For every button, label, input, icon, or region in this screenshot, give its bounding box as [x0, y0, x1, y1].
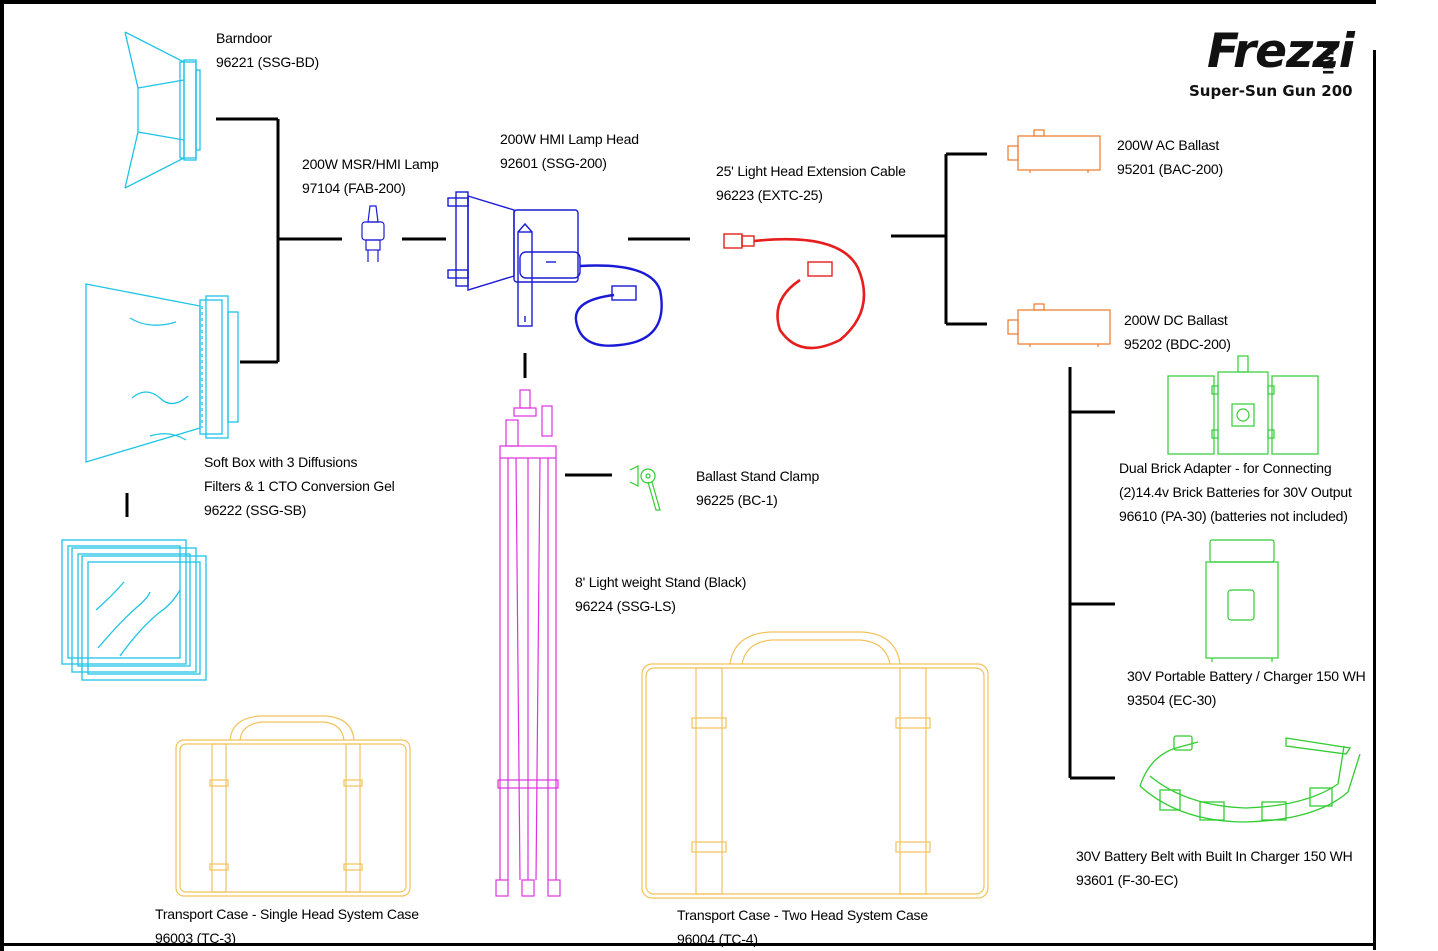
dual-brick-line1: Dual Brick Adapter - for Connecting [1119, 460, 1332, 476]
dc-ballast-name: 200W DC Ballast [1124, 312, 1228, 328]
ext-cable-code: 96223 (EXTC-25) [716, 187, 823, 203]
stand-name: 8' Light weight Stand (Black) [575, 574, 747, 590]
battery-name: 30V Portable Battery / Charger 150 WH [1127, 668, 1366, 684]
case-two-code: 96004 (TC-4) [677, 931, 758, 947]
extension-cable-illustration [723, 233, 866, 350]
dc-ballast-code: 95202 (BDC-200) [1124, 336, 1231, 352]
lamp-head-name: 200W HMI Lamp Head [500, 131, 639, 147]
dual-brick-line2: (2)14.4v Brick Batteries for 30V Output [1119, 484, 1352, 500]
frame-bottom-border [0, 943, 1376, 946]
dual-brick-label: Dual Brick Adapter - for Connecting (2)1… [1119, 456, 1352, 528]
ac-ballast-label: 200W AC Ballast 95201 (BAC-200) [1117, 133, 1223, 181]
ac-ballast-illustration [1007, 129, 1101, 173]
barndoor-code: 96221 (SSG-BD) [216, 54, 320, 70]
portable-battery-illustration [1205, 539, 1279, 662]
logo-brand: Frezzi [1207, 24, 1355, 79]
case-single-name: Transport Case - Single Head System Case [155, 906, 419, 922]
belt-name: 30V Battery Belt with Built In Charger 1… [1076, 848, 1353, 864]
battery-belt-illustration [1139, 735, 1361, 823]
lamp-head-code: 92601 (SSG-200) [500, 155, 607, 171]
ballast-clamp-illustration [629, 465, 661, 511]
case-two-label: Transport Case - Two Head System Case 96… [677, 903, 928, 951]
lamp-name: 200W MSR/HMI Lamp [302, 156, 439, 172]
connector-lines [125, 117, 1115, 780]
frame-left-border [0, 0, 4, 951]
ballast-clamp-name: Ballast Stand Clamp [696, 468, 820, 484]
single-case-illustration [175, 715, 411, 897]
ext-cable-label: 25' Light Head Extension Cable 96223 (EX… [716, 159, 906, 207]
barndoor-label: Barndoor 96221 (SSG-BD) [216, 26, 319, 74]
barndoor-name: Barndoor [216, 30, 272, 46]
stand-code: 96224 (SSG-LS) [575, 598, 676, 614]
frame-right-border [1373, 50, 1376, 950]
frame-top-border [0, 0, 1376, 4]
softbox-line1: Soft Box with 3 Diffusions [204, 454, 358, 470]
ballast-clamp-code: 96225 (BC-1) [696, 492, 778, 508]
logo-model: Super-Sun Gun 200 [1189, 82, 1353, 100]
lamp-head-label: 200W HMI Lamp Head 92601 (SSG-200) [500, 127, 639, 175]
two-case-illustration [641, 631, 989, 899]
diffusion-filters-illustration [61, 539, 207, 681]
belt-code: 93601 (F-30-EC) [1076, 872, 1179, 888]
lamp-label: 200W MSR/HMI Lamp 97104 (FAB-200) [302, 152, 439, 200]
dual-brick-adapter-illustration [1167, 355, 1319, 455]
logo-hmi: HMI [1319, 44, 1335, 75]
lamp-code: 97104 (FAB-200) [302, 180, 406, 196]
battery-code: 93504 (EC-30) [1127, 692, 1217, 708]
lamp-head-illustration [447, 191, 663, 347]
case-two-name: Transport Case - Two Head System Case [677, 907, 928, 923]
stand-label: 8' Light weight Stand (Black) 96224 (SSG… [575, 570, 746, 618]
dual-brick-code: 96610 (PA-30) (batteries not included) [1119, 508, 1348, 524]
light-stand-illustration [495, 389, 561, 897]
ac-ballast-name: 200W AC Ballast [1117, 137, 1220, 153]
case-single-label: Transport Case - Single Head System Case… [155, 902, 419, 950]
dc-ballast-label: 200W DC Ballast 95202 (BDC-200) [1124, 308, 1231, 356]
barndoor-illustration [124, 31, 201, 189]
softbox-code: 96222 (SSG-SB) [204, 502, 307, 518]
ac-ballast-code: 95201 (BAC-200) [1117, 161, 1223, 177]
frezzi-logo: Frezzi HMI Super-Sun Gun 200 [1183, 22, 1373, 112]
ext-cable-name: 25' Light Head Extension Cable [716, 163, 906, 179]
softbox-line2: Filters & 1 CTO Conversion Gel [204, 478, 395, 494]
case-single-code: 96003 (TC-3) [155, 930, 236, 946]
battery-label: 30V Portable Battery / Charger 150 WH 93… [1127, 664, 1366, 712]
hmi-lamp-illustration [361, 205, 385, 262]
ballast-clamp-label: Ballast Stand Clamp 96225 (BC-1) [696, 464, 819, 512]
dc-ballast-illustration [1007, 303, 1111, 347]
belt-label: 30V Battery Belt with Built In Charger 1… [1076, 844, 1353, 892]
softbox-label: Soft Box with 3 Diffusions Filters & 1 C… [204, 450, 395, 522]
softbox-illustration [85, 283, 239, 463]
